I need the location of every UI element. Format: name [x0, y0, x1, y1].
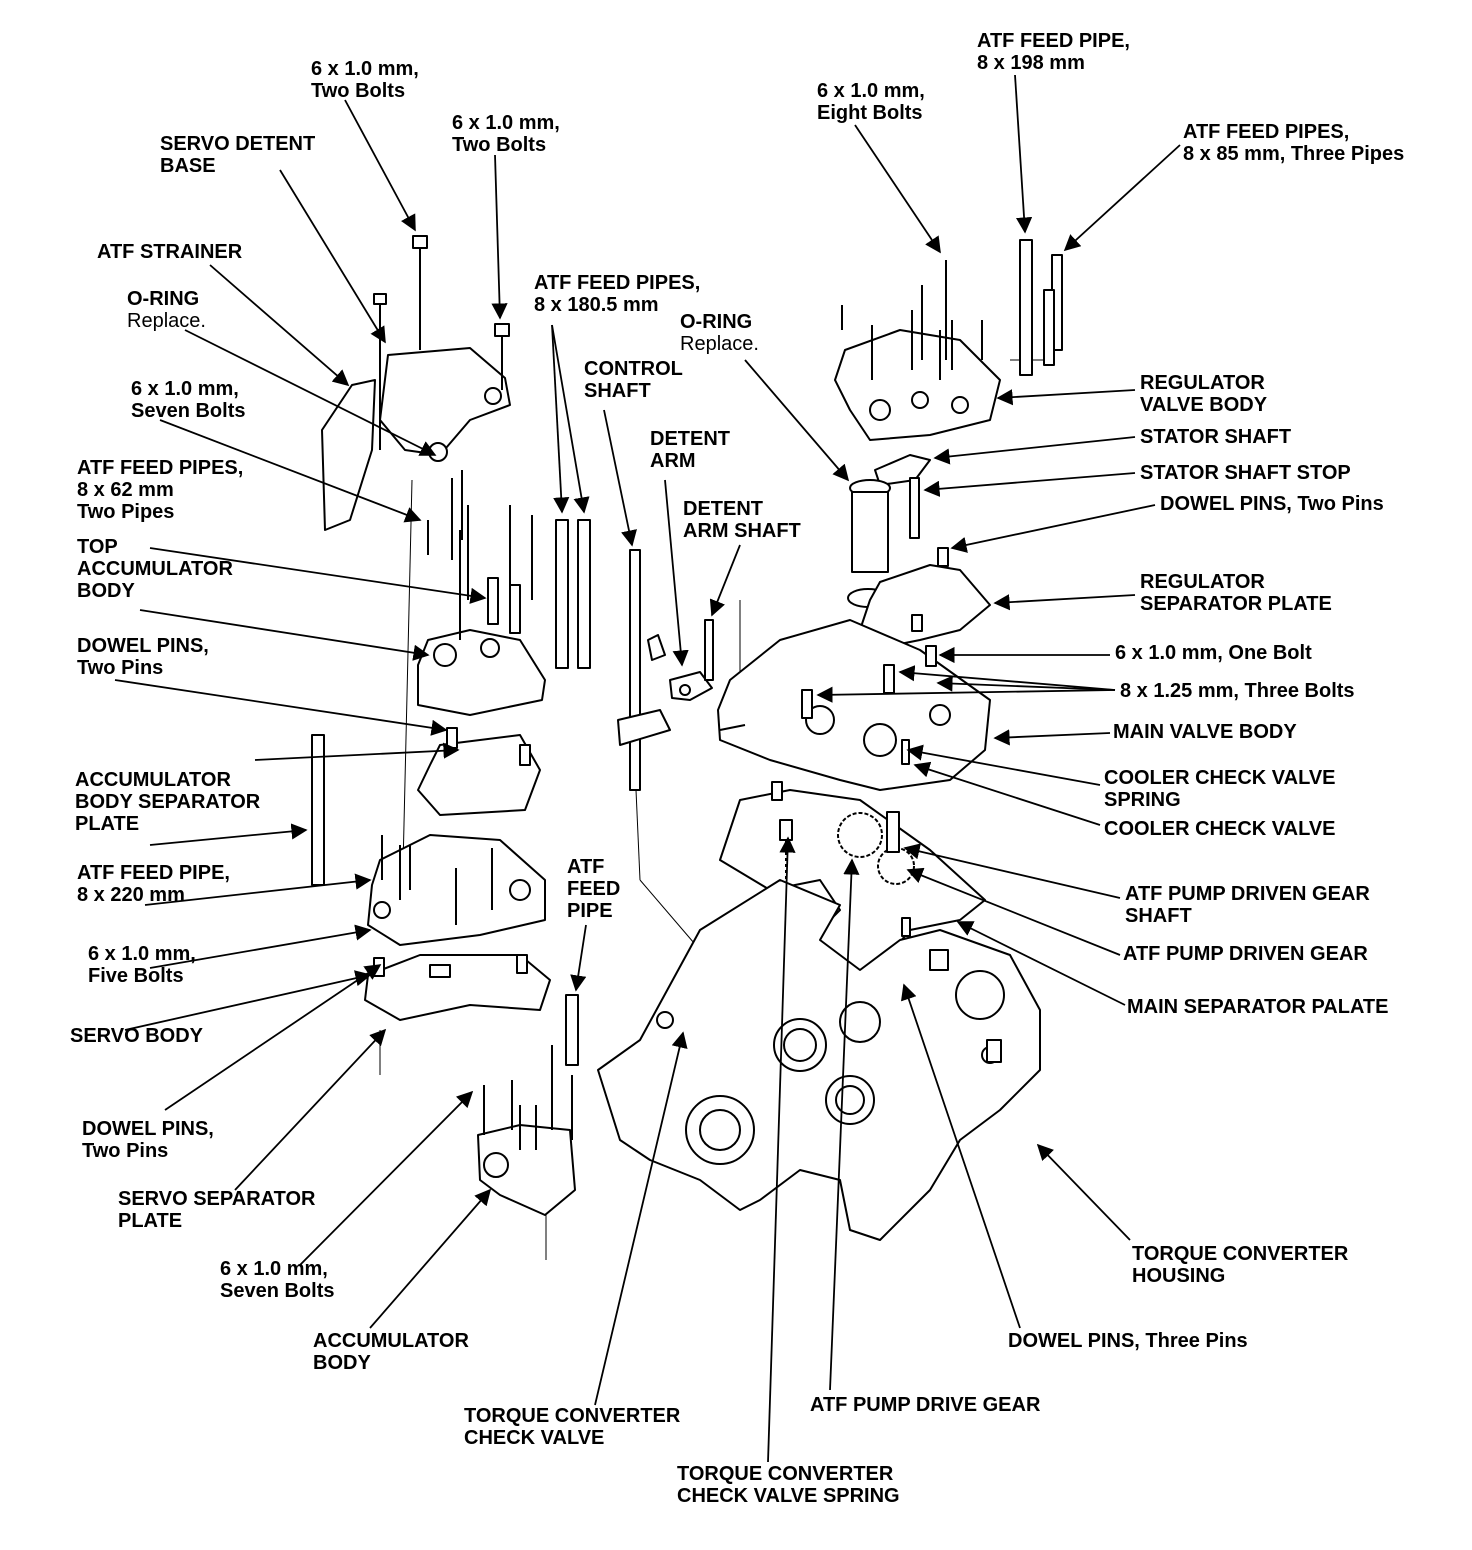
- label-control-shaft: CONTROL SHAFT: [584, 358, 683, 402]
- label-atf-feed-pipes-180: ATF FEED PIPES, 8 x 180.5 mm: [534, 272, 701, 316]
- servo-separator-plate-shape: [364, 954, 551, 1021]
- parts: [311, 235, 1063, 1260]
- label-atf-feed-pipe-198: ATF FEED PIPE, 8 x 198 mm: [977, 30, 1130, 74]
- label-dowel-pins-three: DOWEL PINS, Three Pins: [1008, 1330, 1248, 1352]
- label-dowel-pins-two-lower: DOWEL PINS, Two Pins: [82, 1118, 214, 1162]
- label-bolts-6x1-seven-lower: 6 x 1.0 mm, Seven Bolts: [220, 1258, 335, 1302]
- label-bolts-6x1-five: 6 x 1.0 mm, Five Bolts: [88, 943, 196, 987]
- label-top-accumulator-body: TOP ACCUMULATOR BODY: [77, 536, 233, 602]
- label-bolts-6x1-two-top-mid: 6 x 1.0 mm, Two Bolts: [452, 112, 560, 156]
- label-regulator-valve-body: REGULATOR VALVE BODY: [1140, 372, 1268, 416]
- label-torque-converter-housing: TORQUE CONVERTER HOUSING: [1132, 1243, 1349, 1287]
- atf-pump-drive-gear-shape: [837, 812, 883, 858]
- servo-detent-base-shape: [379, 347, 511, 456]
- atf-pump-driven-gear-shape: [877, 847, 915, 885]
- label-cooler-check-valve-spring: COOLER CHECK VALVE SPRING: [1104, 767, 1336, 811]
- regulator-separator-plate-shape: [859, 564, 991, 649]
- label-detent-arm: DETENT ARM: [650, 428, 730, 472]
- label-torque-converter-check-valve: TORQUE CONVERTER CHECK VALVE: [464, 1405, 681, 1449]
- label-dowel-pins-two-left: DOWEL PINS, Two Pins: [77, 635, 209, 679]
- stator-shaft-stop-shape: [874, 454, 931, 486]
- label-atf-feed-pipe-220: ATF FEED PIPE, 8 x 220 mm: [77, 862, 230, 906]
- leader-lines: [114, 74, 1181, 1463]
- label-stator-shaft-stop: STATOR SHAFT STOP: [1140, 462, 1351, 484]
- accumulator-body-shape: [477, 1124, 576, 1216]
- label-atf-feed-pipes-62: ATF FEED PIPES, 8 x 62 mm Two Pipes: [77, 457, 244, 523]
- label-atf-pump-driven-gear: ATF PUMP DRIVEN GEAR: [1123, 943, 1368, 965]
- label-o-ring-left: O-RING Replace.: [127, 288, 206, 332]
- label-o-ring-right: O-RING Replace.: [680, 311, 759, 355]
- label-regulator-separator-plate: REGULATOR SEPARATOR PLATE: [1140, 571, 1332, 615]
- label-atf-feed-pipe-mid: ATF FEED PIPE: [567, 856, 621, 922]
- label-detent-arm-shaft: DETENT ARM SHAFT: [683, 498, 801, 542]
- label-torque-converter-check-valve-spring: TORQUE CONVERTER CHECK VALVE SPRING: [677, 1463, 900, 1507]
- label-bolts-6x1-seven-upper: 6 x 1.0 mm, Seven Bolts: [131, 378, 246, 422]
- label-cooler-check-valve: COOLER CHECK VALVE: [1104, 818, 1336, 840]
- label-main-valve-body: MAIN VALVE BODY: [1113, 721, 1297, 743]
- label-bolt-6x1-one: 6 x 1.0 mm, One Bolt: [1115, 642, 1312, 664]
- label-atf-pump-drive-gear: ATF PUMP DRIVE GEAR: [810, 1394, 1041, 1416]
- label-dowel-pins-two-right: DOWEL PINS, Two Pins: [1160, 493, 1384, 515]
- regulator-valve-body-shape: [834, 329, 1001, 441]
- alignment-lines: [379, 359, 1052, 1260]
- main-valve-body-shape: [717, 619, 991, 791]
- label-servo-body: SERVO BODY: [70, 1025, 203, 1047]
- label-accumulator-body: ACCUMULATOR BODY: [313, 1330, 469, 1374]
- label-bolts-8x125-three: 8 x 1.25 mm, Three Bolts: [1120, 680, 1355, 702]
- label-servo-separator-plate: SERVO SEPARATOR PLATE: [118, 1188, 316, 1232]
- label-atf-strainer: ATF STRAINER: [97, 241, 243, 263]
- label-accumulator-body-separator-plate: ACCUMULATOR BODY SEPARATOR PLATE: [75, 769, 261, 835]
- label-main-separator-palate: MAIN SEPARATOR PALATE: [1127, 996, 1389, 1018]
- label-stator-shaft: STATOR SHAFT: [1140, 426, 1292, 448]
- label-bolts-6x1-two-top-left: 6 x 1.0 mm, Two Bolts: [311, 58, 419, 102]
- label-servo-detent-base: SERVO DETENT BASE: [160, 133, 316, 177]
- label-bolts-6x1-eight: 6 x 1.0 mm, Eight Bolts: [817, 80, 925, 124]
- label-atf-feed-pipes-85: ATF FEED PIPES, 8 x 85 mm, Three Pipes: [1183, 121, 1405, 165]
- label-atf-pump-driven-gear-shaft: ATF PUMP DRIVEN GEAR SHAFT: [1125, 883, 1370, 927]
